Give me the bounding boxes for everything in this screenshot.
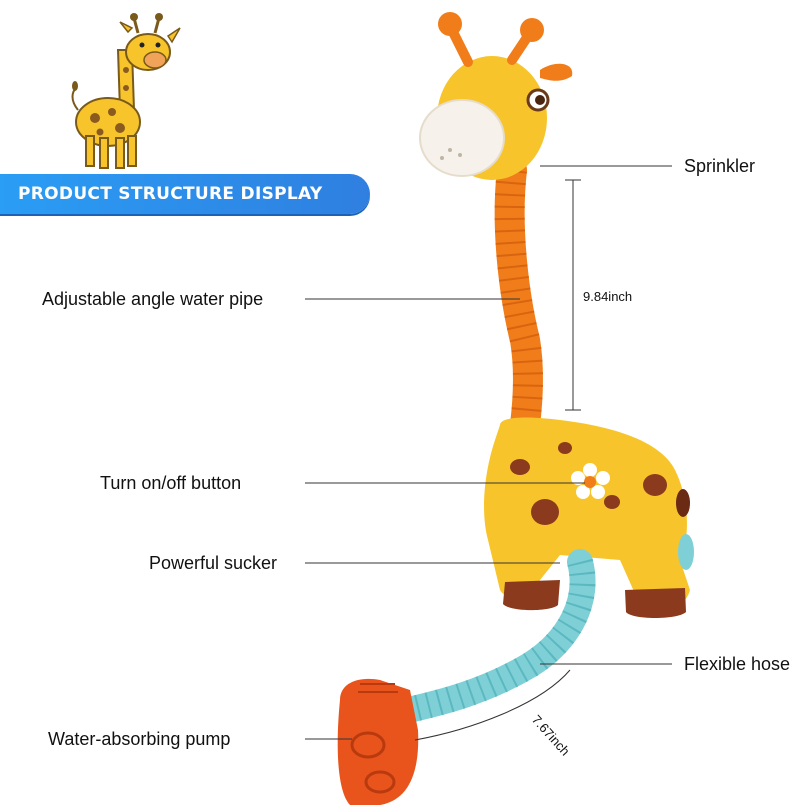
pump-label: Water-absorbing pump [48,729,231,749]
hose-label: Flexible hose [684,654,791,674]
banner-title: PRODUCT STRUCTURE DISPLAY [18,184,323,204]
pipe-label: Adjustable angle water pipe [42,289,264,309]
sucker-label: Powerful sucker [149,553,278,573]
hose-dimension-bracket [414,669,571,741]
water-pump-image [337,678,419,805]
sprinkler-head-image [419,12,573,180]
flexible-hose-image [387,549,596,725]
pipe-length-label: 9.84inch [583,289,633,304]
product-structure-banner: PRODUCT STRUCTURE DISPLAY [0,174,370,214]
pipe-dimension-bracket [565,179,581,411]
adjustable-pipe-image [494,155,544,440]
cartoon-giraffe-image [71,13,181,169]
flower-button-icon [571,463,610,499]
button-label: Turn on/off button [100,473,242,493]
giraffe-body-image [484,417,694,618]
sprinkler-label: Sprinkler [684,156,756,176]
